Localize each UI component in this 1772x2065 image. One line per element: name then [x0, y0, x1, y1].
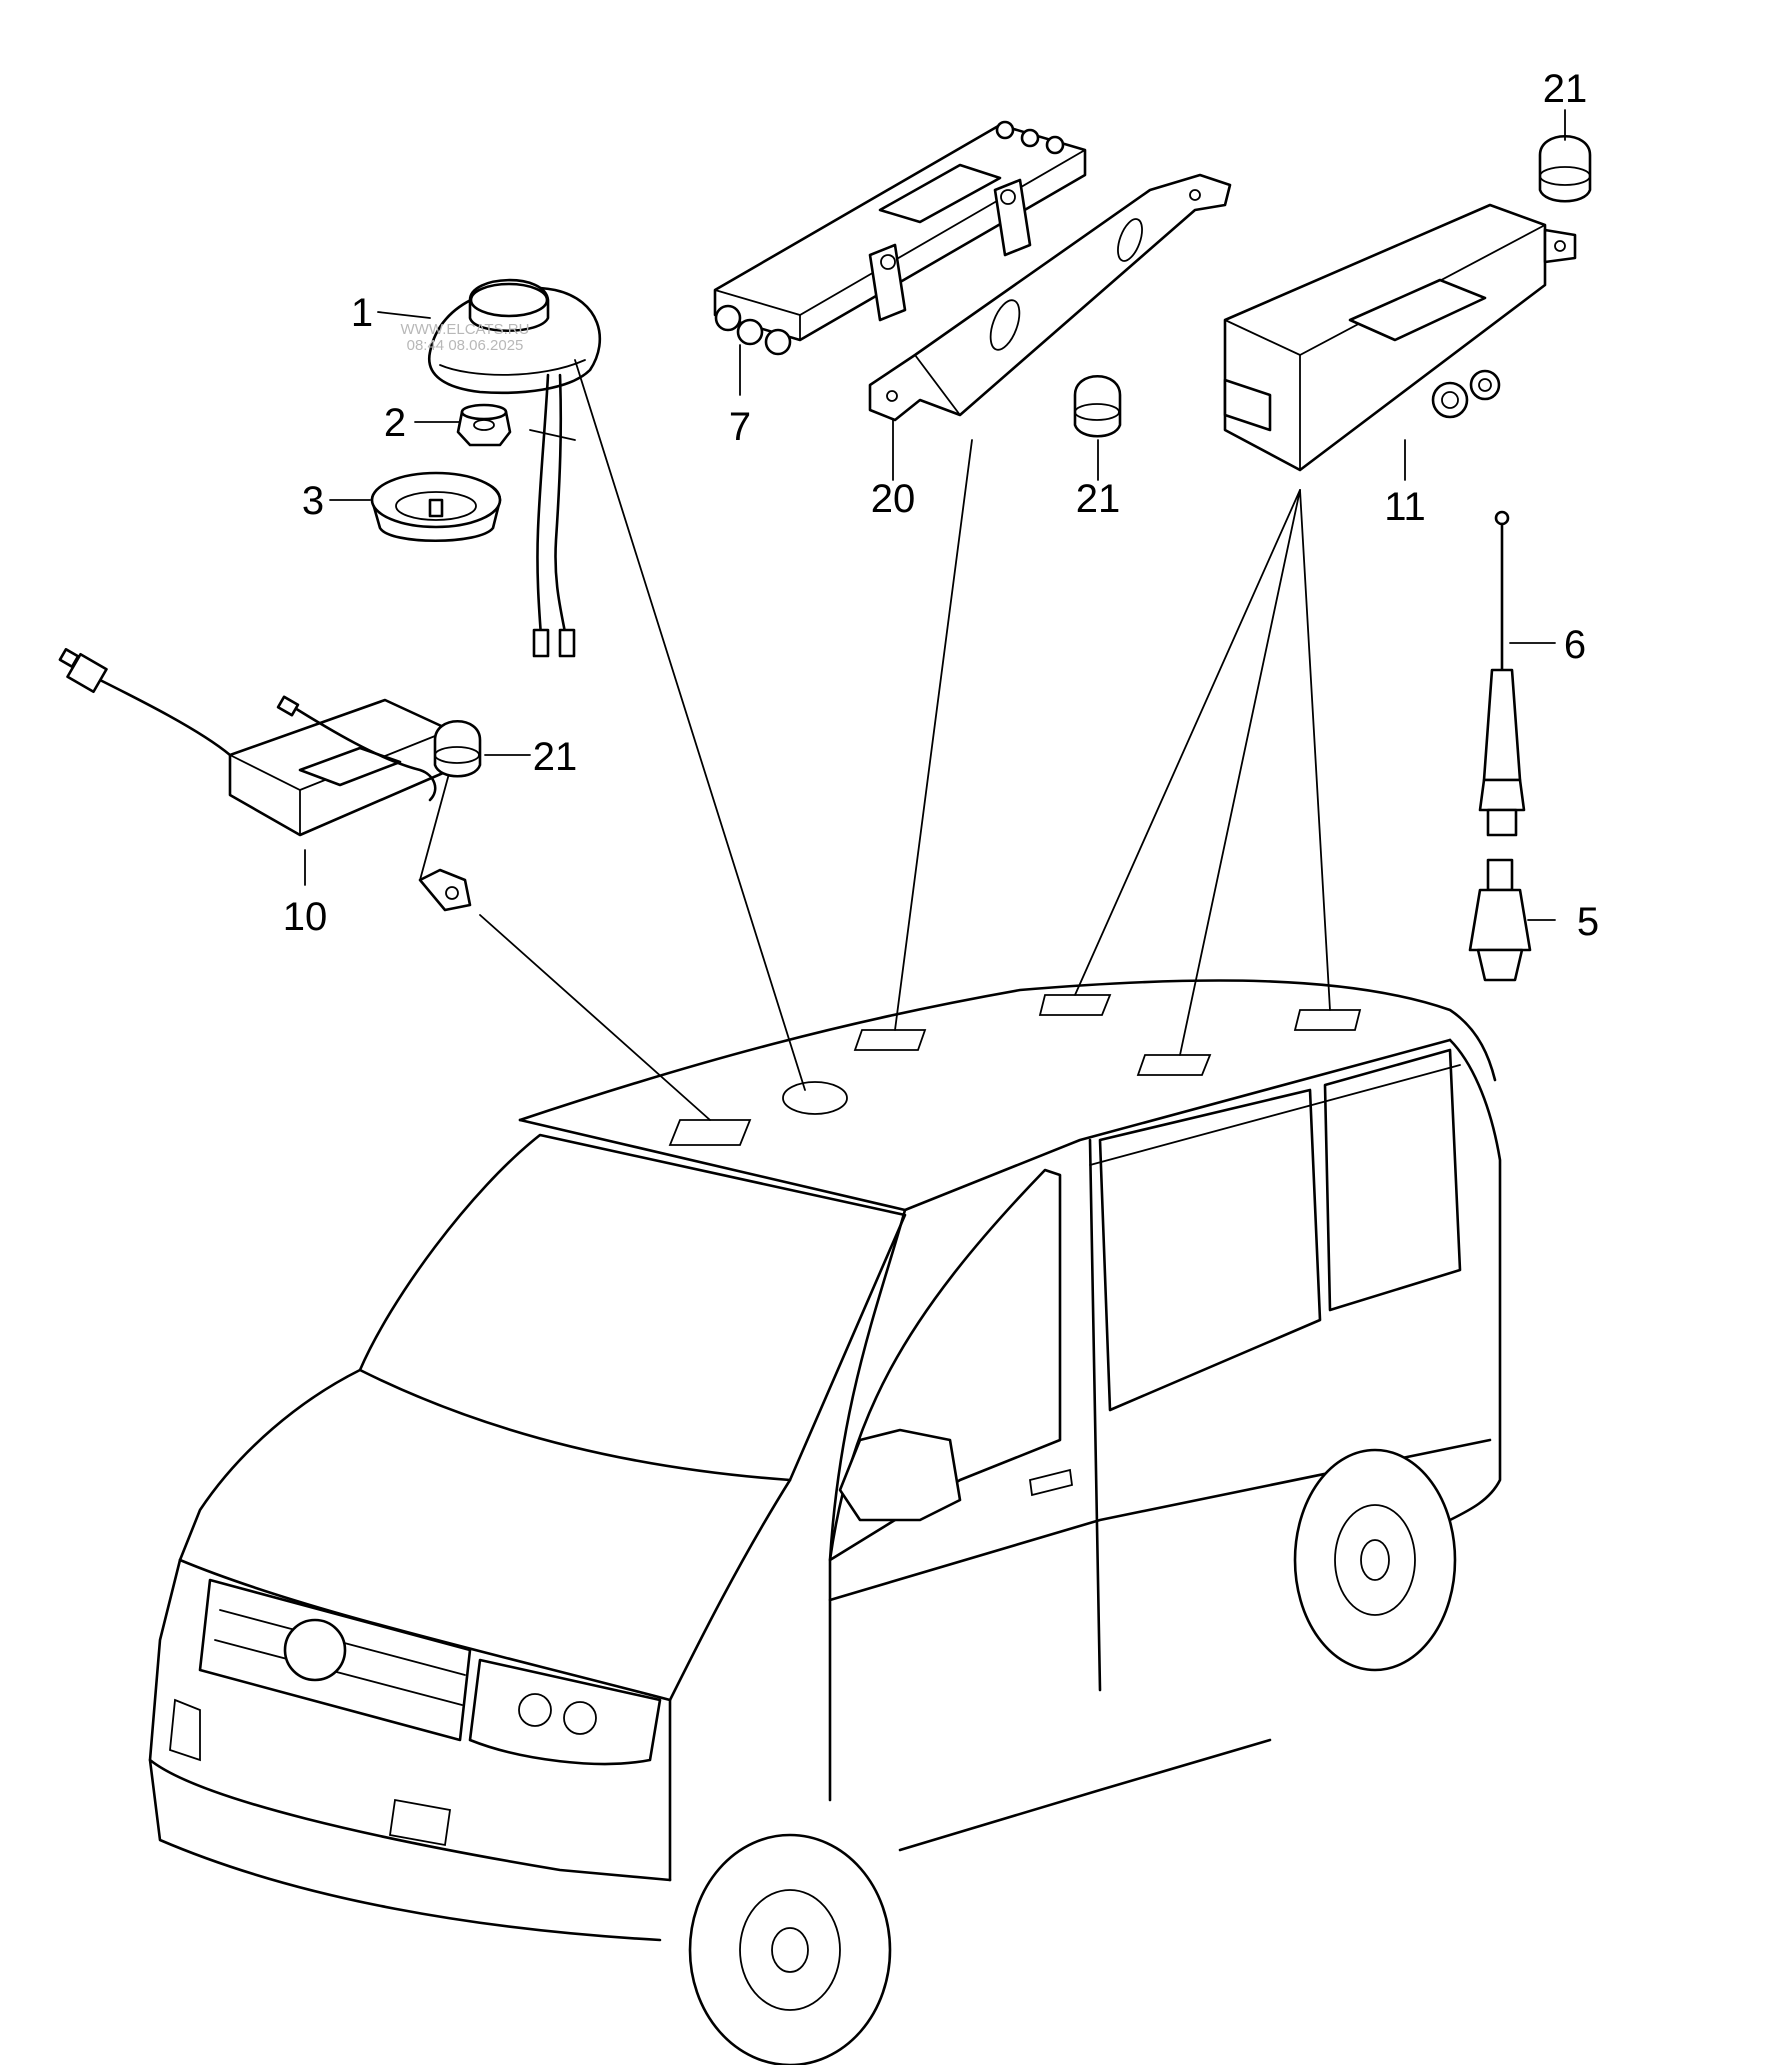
- callout-21-middle: 21: [1076, 477, 1121, 521]
- callout-5: 5: [1577, 900, 1599, 944]
- callout-3: 3: [302, 479, 324, 523]
- part-21-cap-nut-top: [1538, 134, 1592, 203]
- watermark: WWW.ELCATS.RU 08:44 08.06.2025: [401, 321, 530, 354]
- part-6-rod-antenna: [1478, 510, 1526, 837]
- part-1-roof-antenna: [427, 278, 602, 658]
- callout-11: 11: [1384, 485, 1426, 529]
- part-3-seal: [370, 471, 502, 543]
- callout-7: 7: [729, 405, 751, 449]
- callouts: 1 2 3 7 20 21 11 21 10 21 6 5: [283, 67, 1599, 944]
- part-21-cap-nut-middle: [1073, 374, 1122, 438]
- callout-21-left: 21: [533, 735, 578, 779]
- leader-lines: [479, 359, 1331, 1121]
- callout-1: 1: [351, 291, 373, 335]
- part-20-bracket: [868, 173, 1232, 422]
- callout-2: 2: [384, 401, 406, 445]
- part-5-antenna-base: [1468, 858, 1532, 982]
- callout-leaders: [304, 109, 1566, 921]
- watermark-line-2: 08:44 08.06.2025: [407, 337, 524, 354]
- part-7-amplifier: [713, 120, 1087, 356]
- callout-6: 6: [1564, 623, 1586, 667]
- part-10-cable-module: [58, 648, 472, 912]
- part-2-nut: [456, 403, 512, 447]
- van-outline: [148, 979, 1502, 2065]
- callout-21-top: 21: [1543, 67, 1588, 111]
- watermark-line-1: WWW.ELCATS.RU: [401, 321, 530, 338]
- part-21-cap-nut-left: [433, 719, 482, 778]
- part-11-control-unit: [1223, 203, 1577, 472]
- callout-20: 20: [871, 477, 916, 521]
- callout-10: 10: [283, 895, 328, 939]
